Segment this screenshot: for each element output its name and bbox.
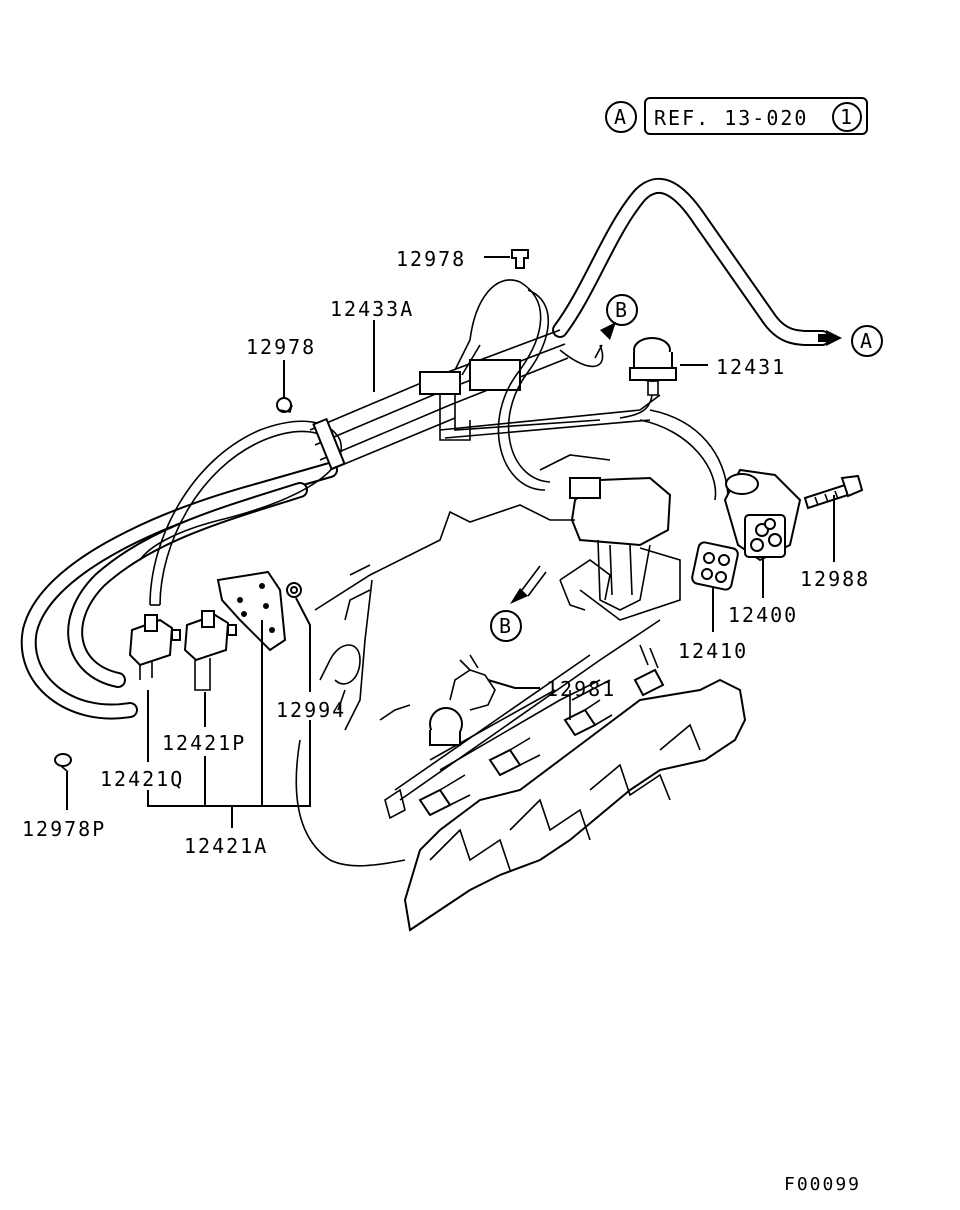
solenoid-valve-12421P (183, 610, 237, 691)
injector-4 (633, 644, 665, 697)
leader-lines (66, 256, 835, 828)
ref-marker-a-circle (605, 101, 637, 133)
label-12988: 12988 (800, 567, 870, 591)
marker-b-lower-circle (490, 610, 522, 642)
label-12978-left: 12978 (246, 335, 316, 359)
label-12431: 12431 (716, 355, 786, 379)
label-12421P: 12421P (162, 731, 246, 755)
ref-number: 1 (840, 105, 854, 129)
injector-3 (563, 699, 613, 737)
marker-b-lower: B (490, 565, 547, 642)
part-labels: 12978 12433A 12978 12431 12988 12400 124… (22, 247, 870, 858)
bolt-12978P (54, 753, 72, 773)
label-12433A: 12433A (330, 297, 414, 321)
nut-12994 (286, 582, 302, 598)
ref-text: REF. 13-020 (654, 106, 808, 130)
label-12400: 12400 (728, 603, 798, 627)
clip-12978-left (276, 397, 293, 413)
label-12421A: 12421A (184, 834, 268, 858)
throttle-body (539, 454, 681, 621)
label-12981: 12981 (546, 677, 616, 701)
egr-valve-12400 (723, 468, 802, 562)
fuel-rail-injectors (384, 644, 747, 932)
gasket-12410 (691, 541, 739, 591)
reference-block: A REF. 13-020 1 (605, 97, 868, 135)
ref-box (644, 97, 868, 135)
valve-12431 (619, 337, 677, 419)
injector-2 (488, 737, 541, 777)
figure-code: F00099 (784, 1174, 861, 1195)
hose-to-a: A (552, 177, 883, 357)
ref-marker-a-label: A (614, 105, 628, 129)
arrow-b-lower-icon (510, 588, 528, 604)
marker-b-lower-label: B (499, 614, 513, 638)
label-12421Q: 12421Q (100, 767, 184, 791)
marker-b-upper: B (594, 294, 638, 359)
marker-b-upper-label: B (615, 298, 629, 322)
bracket-plate (216, 570, 287, 652)
pressure-regulator (429, 654, 496, 746)
label-12978-top: 12978 (396, 247, 466, 271)
vacuum-hose-loops (20, 420, 343, 720)
label-12410: 12410 (678, 639, 748, 663)
injector-1 (418, 774, 471, 817)
intake-manifold (295, 504, 661, 867)
clip-12978-top (511, 249, 529, 269)
label-12978P: 12978P (22, 817, 106, 841)
ref-number-circle (832, 102, 862, 132)
marker-a-label: A (860, 329, 874, 353)
label-12994: 12994 (276, 698, 346, 722)
arrow-to-a-icon (826, 330, 842, 346)
marker-b-upper-circle (606, 294, 638, 326)
bolt-12988 (803, 474, 864, 510)
solenoid-valve-12421Q (128, 614, 181, 680)
arrow-b-upper-icon (600, 322, 616, 340)
marker-a-circle (851, 325, 883, 357)
